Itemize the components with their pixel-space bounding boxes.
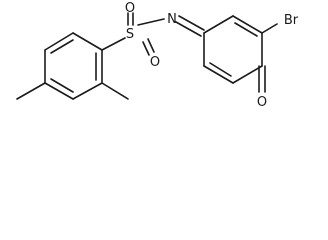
ring-double-bond: [209, 62, 232, 77]
ring-bond: [203, 15, 234, 34]
methyl-bond-left: [16, 82, 46, 100]
methyl-bond-right: [101, 82, 129, 100]
imine-double-bond: [175, 21, 202, 37]
so-double-bond-bottom: [142, 41, 150, 56]
molecule-diagram: S O O N Br O: [16, 1, 299, 110]
sulfur-atom-label: S: [126, 27, 134, 42]
bromine-atom-label: Br: [284, 13, 299, 28]
ring-bond: [72, 82, 103, 100]
ring-double-bond: [234, 22, 258, 37]
sulfur-nitrogen-bond: [137, 18, 165, 26]
oxygen-atom-label-bottom: O: [150, 55, 160, 70]
structure-canvas: S O O N Br O: [16, 1, 299, 110]
imine-double-bond: [178, 15, 205, 31]
carbon-bromine-bond: [261, 23, 278, 34]
ring-bond: [72, 32, 103, 51]
oxygen-atom-label-top: O: [125, 1, 135, 16]
ring-bond: [232, 15, 263, 34]
quinone-imine-ring: [203, 15, 263, 84]
so-double-bond-bottom: [147, 38, 155, 53]
ring-bond: [44, 32, 74, 51]
keto-oxygen-atom-label: O: [257, 95, 267, 110]
aryl-sulfur-bond: [101, 37, 126, 51]
ring-double-bond: [50, 39, 74, 54]
ring-bond: [44, 82, 74, 100]
sulfonyl-oxygen-bonds: [127, 12, 155, 56]
ring-bond: [203, 65, 234, 84]
ring-double-bond: [50, 78, 74, 93]
dimethylphenyl-ring: [44, 32, 103, 100]
nitrogen-atom-label: N: [167, 12, 177, 27]
ring-bond: [232, 65, 263, 84]
